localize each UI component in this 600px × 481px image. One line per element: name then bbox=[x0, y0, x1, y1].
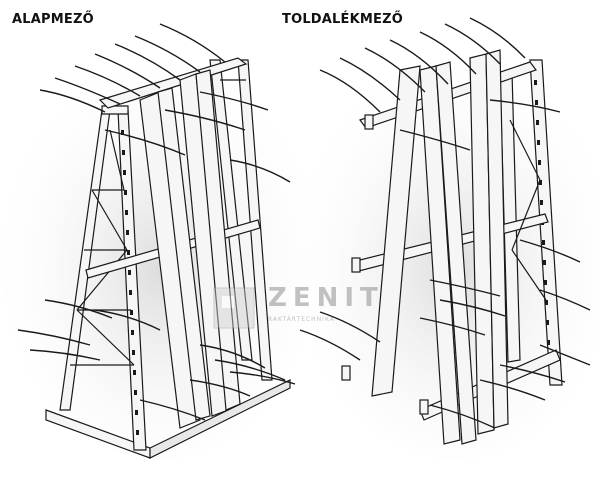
extension-bay-label: TOLDALÉKMEZŐ bbox=[282, 12, 403, 27]
rear-upright-left bbox=[209, 59, 253, 361]
lower-arms bbox=[17, 299, 296, 421]
extension-bay-rack bbox=[299, 17, 591, 445]
ext-diag-1 bbox=[509, 119, 541, 181]
ext-diag-3 bbox=[511, 249, 547, 301]
ext-profile-1 bbox=[371, 65, 421, 397]
top-arms bbox=[39, 23, 226, 113]
ext-diag-2 bbox=[511, 179, 541, 251]
watermark-subtitle: RAKTÁRTECHNIKA bbox=[268, 316, 335, 323]
watermark-brand: ZENIT bbox=[268, 283, 384, 313]
frame-top bbox=[101, 105, 129, 115]
ext-top-arms bbox=[319, 17, 526, 113]
base-plate-side bbox=[149, 379, 291, 459]
ext-lower-arms bbox=[299, 299, 591, 429]
upright-perforations bbox=[121, 130, 139, 435]
bracket-3 bbox=[341, 365, 351, 381]
diag-3 bbox=[76, 309, 135, 366]
base-bay-label: ALAPMEZŐ bbox=[12, 12, 94, 27]
bracket-4 bbox=[419, 399, 429, 415]
base-bay-rack bbox=[17, 23, 296, 459]
profile-4 bbox=[195, 69, 241, 411]
ext-profile-3 bbox=[435, 61, 477, 445]
profile-1 bbox=[139, 91, 201, 429]
bracket-1 bbox=[364, 114, 374, 130]
profile-3 bbox=[179, 73, 229, 417]
ext-mid-arms bbox=[399, 99, 591, 311]
profile-2 bbox=[157, 87, 211, 421]
rear-upright-right bbox=[237, 59, 273, 381]
diag-0 bbox=[109, 129, 125, 191]
mid-arms bbox=[104, 91, 291, 183]
bracket-2 bbox=[351, 257, 361, 273]
diag-1 bbox=[91, 189, 128, 251]
ext-profile-5 bbox=[485, 49, 509, 429]
watermark-logo bbox=[213, 287, 255, 329]
